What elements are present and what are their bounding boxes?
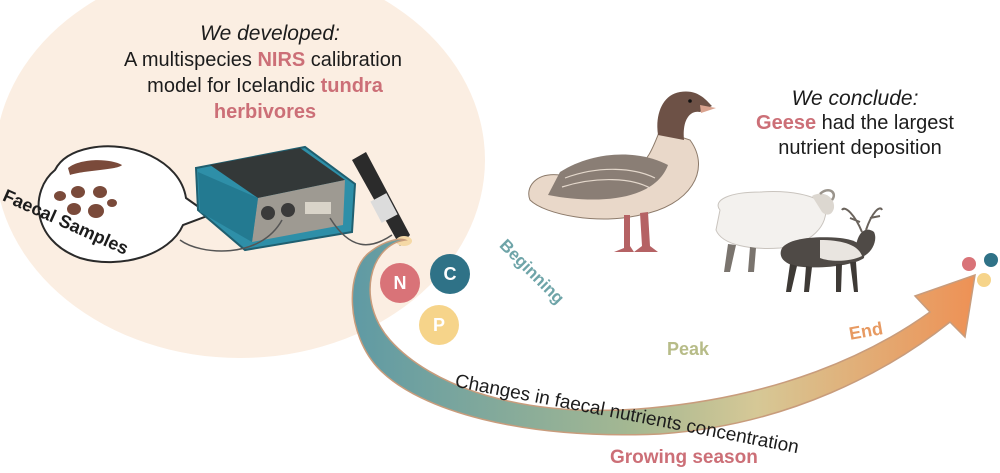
nitrogen-badge: N	[380, 263, 420, 303]
conclude-line-2: nutrient deposition	[778, 137, 942, 159]
reindeer-icon	[780, 207, 883, 292]
tundra-highlight: tundra	[320, 75, 383, 97]
growing-season-label: Growing season	[610, 447, 758, 468]
nirs-highlight: NIRS	[257, 49, 306, 71]
geese-highlight: Geese	[756, 112, 817, 134]
herbivores-highlight: herbivores	[213, 101, 317, 123]
nutrient-dots	[962, 253, 998, 287]
developed-line-2: model for Icelandic tundra	[95, 75, 435, 98]
conclude-line-1-text: had the largest	[816, 112, 954, 134]
faecal-pellets-icon	[54, 160, 122, 218]
developed-line-1-text: A multispecies	[124, 49, 258, 71]
goose-icon	[528, 91, 716, 252]
stage-peak-label: Peak	[667, 339, 710, 359]
developed-line-1: A multispecies NIRS calibration	[78, 49, 448, 72]
conclude-heading: We conclude:	[791, 87, 919, 110]
growing-season-arrow	[351, 238, 976, 436]
conclude-line-1: Geese had the largest	[730, 112, 980, 135]
developed-heading: We developed:	[200, 22, 340, 45]
samples-bubble	[37, 145, 213, 264]
carbon-badge: C	[430, 254, 470, 294]
phosphorus-badge: P	[419, 305, 459, 345]
nirs-spectrometer-icon	[179, 145, 412, 252]
developed-line-2-text: model for Icelandic	[147, 75, 321, 97]
sheep-icon	[715, 189, 836, 272]
developed-line-1-end: calibration	[305, 49, 402, 71]
